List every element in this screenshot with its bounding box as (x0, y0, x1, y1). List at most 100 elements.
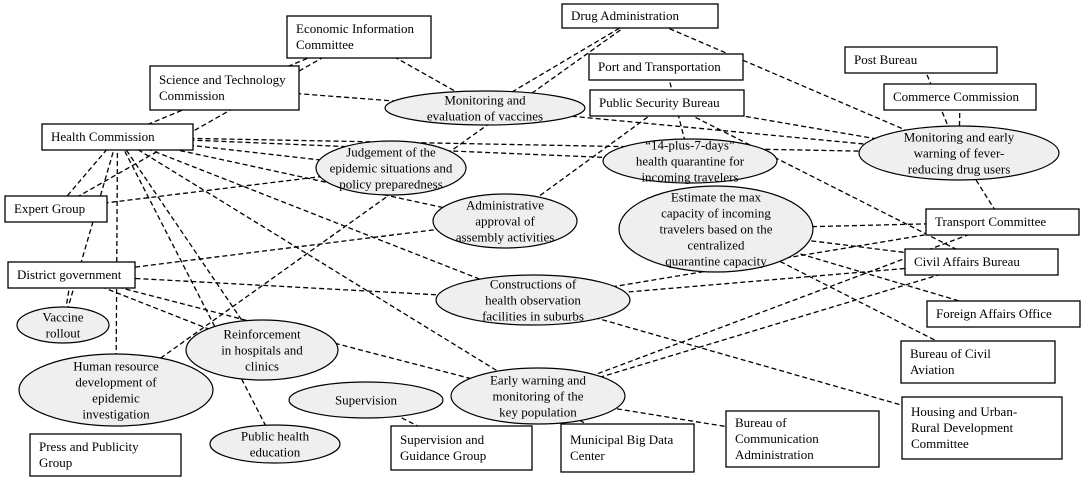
agency-node-district: District government (7, 261, 136, 289)
agency-node-expert: Expert Group (4, 195, 108, 223)
edge-construct-housing (532, 299, 983, 429)
agency-label-district: District government (17, 267, 122, 282)
agency-label-foreign: Foreign Affairs Office (936, 306, 1052, 321)
agency-label-expert: Expert Group (14, 201, 85, 216)
agency-box-press (29, 433, 182, 477)
agency-box-housing (901, 396, 1063, 460)
task-label-quar: “14-plus-7-days” (645, 138, 735, 153)
task-label-judge: Judgement of the (346, 145, 436, 160)
task-label-maxcap: Estimate the max (671, 190, 762, 205)
edge-health-publiced (116, 136, 276, 445)
task-node-quar: “14-plus-7-days”health quarantine forinc… (602, 138, 778, 185)
edge-health-hr (115, 136, 119, 391)
task-label-early: Early warning and (490, 373, 587, 388)
task-ellipse-fever (858, 125, 1060, 181)
agency-label-comm: Administration (735, 447, 814, 462)
task-label-construct: health observation (485, 293, 581, 308)
task-ellipse-reinforce (185, 319, 339, 381)
agency-label-supgroup: Guidance Group (400, 448, 486, 463)
agency-label-housing: Housing and Urban- (911, 404, 1017, 419)
agency-box-supgroup (390, 425, 533, 471)
task-label-reinforce: Reinforcement (223, 327, 301, 342)
agency-label-sci: Commission (159, 88, 225, 103)
agency-node-health: Health Commission (41, 123, 194, 151)
edge-health-early (117, 136, 539, 397)
agency-label-housing: Rural Development (911, 420, 1014, 435)
task-label-maxcap: travelers based on the (660, 222, 773, 237)
agency-label-psb: Public Security Bureau (599, 95, 720, 110)
task-label-quar: health quarantine for (636, 154, 745, 169)
agency-node-post: Post Bureau (844, 46, 998, 74)
agency-box-commerce (883, 83, 1037, 111)
agency-box-district (7, 261, 136, 289)
task-label-hr: development of (75, 375, 157, 390)
agency-box-aviation (900, 340, 1056, 384)
task-label-judge: epidemic situations and (330, 161, 453, 176)
edge-health-rollout (62, 136, 119, 326)
edge-construct-transport (532, 221, 1003, 301)
agency-label-transport: Transport Committee (935, 214, 1046, 229)
task-label-judge: policy preparedness (339, 177, 443, 192)
agency-node-housing: Housing and Urban-Rural DevelopmentCommi… (901, 396, 1063, 460)
agency-box-port (588, 53, 744, 81)
agency-label-post: Post Bureau (854, 52, 918, 67)
agency-label-press: Press and Publicity (39, 439, 139, 454)
agency-label-comm: Bureau of (735, 415, 787, 430)
agency-box-sci (149, 65, 300, 111)
task-ellipse-publiced (209, 424, 341, 464)
agency-box-comm (725, 410, 880, 468)
agency-label-bigdata: Center (570, 448, 605, 463)
edge-econ-expert (55, 36, 360, 210)
agency-node-port: Port and Transportation (588, 53, 744, 81)
task-label-assembly: assembly activities (456, 230, 555, 245)
agency-box-drug (561, 3, 719, 29)
task-label-construct: facilities in suburbs (482, 309, 584, 324)
agency-box-health (41, 123, 194, 151)
task-ellipse-early (450, 367, 626, 425)
agency-box-post (844, 46, 998, 74)
task-label-maxcap: quarantine capacity (665, 254, 767, 269)
agency-label-bigdata: Municipal Big Data (570, 432, 673, 447)
task-label-assembly: Administrative (466, 198, 544, 213)
agency-box-psb (589, 89, 745, 117)
agency-node-foreign: Foreign Affairs Office (926, 300, 1081, 328)
task-label-quar: incoming travelers (641, 170, 738, 185)
task-label-construct: Constructions of (490, 277, 577, 292)
agency-box-transport (925, 208, 1080, 236)
edge-health-judge (117, 136, 392, 169)
agency-label-comm: Communication (735, 431, 819, 446)
edge-drug-vaccmon (484, 15, 641, 109)
edge-health-fever (117, 136, 960, 154)
task-node-supervision: Supervision (288, 381, 444, 419)
agency-label-aviation: Bureau of Civil (910, 346, 991, 361)
task-label-fever: reducing drug users (908, 162, 1011, 177)
task-label-maxcap: capacity of incoming (661, 206, 771, 221)
agency-box-civil (904, 248, 1059, 276)
agency-label-sci: Science and Technology (159, 72, 286, 87)
task-label-publiced: education (250, 445, 301, 460)
edge-district-assembly (71, 220, 506, 276)
task-ellipse-judge (315, 140, 467, 196)
task-ellipse-hr (18, 353, 214, 427)
task-label-fever: Monitoring and early (904, 130, 1015, 145)
agency-box-bigdata (560, 423, 695, 473)
task-label-reinforce: in hospitals and (221, 343, 303, 358)
task-label-hr: epidemic (92, 391, 140, 406)
agency-label-civil: Civil Affairs Bureau (914, 254, 1020, 269)
edge-health-construct (117, 136, 534, 301)
